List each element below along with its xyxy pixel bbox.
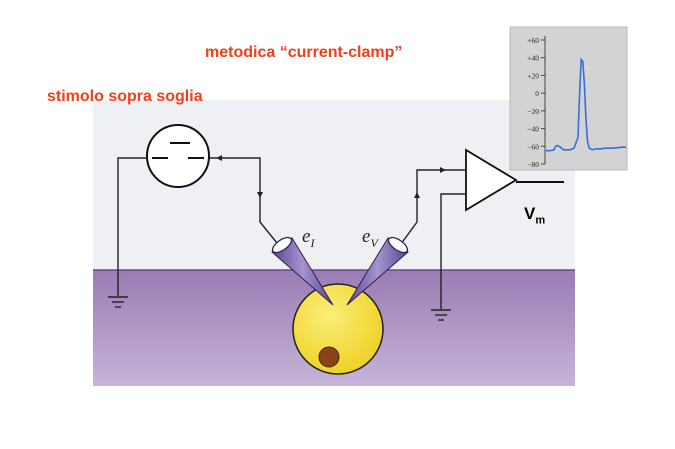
chart-y-tick-label: −80: [527, 160, 539, 169]
current-electrode-subscript: I: [310, 235, 315, 250]
chart-y-tick-label: −40: [527, 125, 539, 134]
ground-symbol-right: [431, 309, 451, 321]
voltage-electrode-letter: e: [362, 226, 371, 247]
arrow-marker: [414, 192, 420, 198]
chart-y-tick-label: +60: [527, 36, 539, 45]
chart-y-tick-label: +40: [527, 54, 539, 63]
chart-y-tick-label: −60: [527, 142, 539, 151]
vm-letter: V: [524, 204, 536, 223]
action-potential-chart: +60 +40 +20 0 −20 −40 −60 −80: [509, 26, 628, 171]
chart-frame: [509, 26, 628, 171]
stimulator-ground-wire: [117, 157, 147, 296]
current-electrode-wire: [209, 157, 282, 249]
current-electrode: [271, 236, 334, 306]
action-potential-trace: [546, 57, 626, 152]
chart-y-tick-label: 0: [535, 89, 539, 98]
voltage-electrode-subscript: V: [370, 235, 378, 250]
arrow-marker: [216, 155, 222, 161]
amplifier-ground-wire: [440, 193, 466, 309]
stimulus-label: stimolo sopra soglia: [47, 88, 203, 105]
current-electrode-letter: e: [302, 226, 311, 247]
current-electrode-label: eI: [302, 226, 314, 251]
cell-nucleus: [318, 346, 340, 368]
amplifier-triangle: [465, 148, 518, 212]
cell-body: [292, 283, 384, 375]
arrow-marker: [257, 192, 263, 198]
arrow-marker: [440, 167, 446, 173]
ground-symbol-left: [108, 296, 128, 308]
chart-y-tick-label: −20: [527, 107, 539, 116]
membrane-potential-label: Vm: [524, 204, 545, 226]
voltage-electrode: [346, 236, 409, 306]
voltage-electrode-label: eV: [362, 226, 378, 251]
stimulator: [146, 124, 210, 188]
chart-y-tick-label: +20: [527, 71, 539, 80]
vm-subscript: m: [535, 214, 546, 227]
method-title: metodica “current-clamp”: [205, 44, 403, 61]
